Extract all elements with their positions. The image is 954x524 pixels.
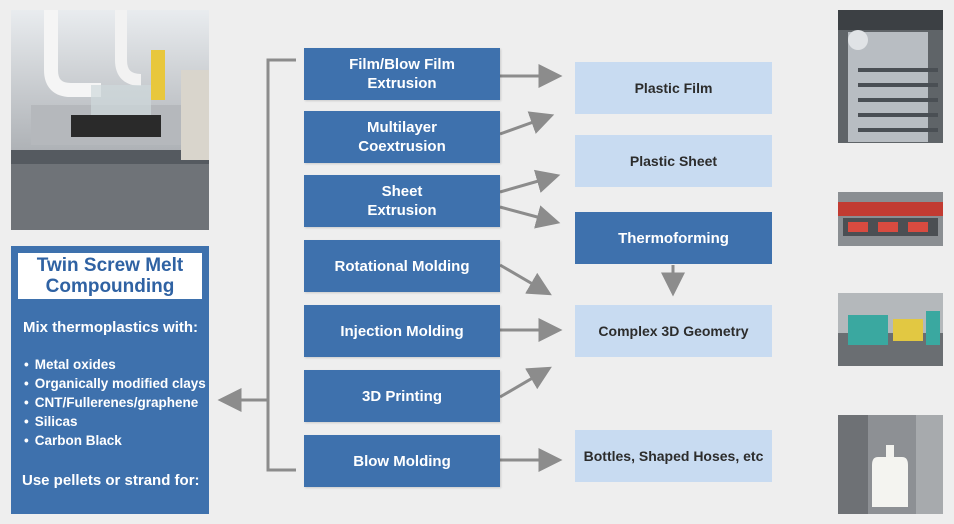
additive-item: CNT/Fullerenes/graphene — [24, 393, 206, 412]
additive-item: Metal oxides — [24, 355, 206, 374]
extruder-machine-photo — [11, 10, 209, 230]
arrow-sheet-to-thermoforming — [499, 205, 561, 229]
product-bottles-shaped-hoses: Bottles, Shaped Hoses, etc — [575, 430, 772, 482]
process-sheet-extrusion: Sheet Extrusion — [304, 175, 500, 227]
product-complex-3d-geometry: Complex 3D Geometry — [575, 305, 772, 357]
product-plastic-film: Plastic Film — [575, 62, 772, 114]
compounding-title: Twin Screw Melt Compounding — [18, 253, 202, 299]
injection-molding-machine-photo — [838, 293, 943, 366]
process-film-blow-film-extrusion: Film/Blow Film Extrusion — [304, 48, 500, 100]
arrow-sheet-to-plastic-sheet — [499, 169, 561, 194]
arrow-printing-to-3d — [499, 366, 552, 399]
additive-item: Carbon Black — [24, 431, 206, 450]
product-plastic-sheet: Plastic Sheet — [575, 135, 772, 187]
additive-item: Organically modified clays — [24, 374, 206, 393]
product-thermoforming: Thermoforming — [575, 212, 772, 264]
process-blow-molding: Blow Molding — [304, 435, 500, 487]
arrow-rotational-to-3d — [499, 263, 552, 296]
process-3d-printing: 3D Printing — [304, 370, 500, 422]
bracket-line — [266, 58, 296, 472]
additive-list: Metal oxides Organically modified clays … — [24, 355, 206, 450]
process-multilayer-coextrusion: Multilayer Coextrusion — [304, 111, 500, 163]
blow-molded-bottle-photo — [838, 415, 943, 514]
thermoforming-photo — [838, 192, 943, 246]
plastic-film-photo — [838, 10, 943, 143]
additive-item: Silicas — [24, 412, 206, 431]
use-pellets-label: Use pellets or strand for: — [22, 472, 200, 489]
process-injection-molding: Injection Molding — [304, 305, 500, 357]
process-rotational-molding: Rotational Molding — [304, 240, 500, 292]
mix-label: Mix thermoplastics with: — [23, 319, 199, 336]
arrow-coex-to-plastic-film — [499, 111, 555, 136]
compounding-panel: Twin Screw Melt Compounding Mix thermopl… — [11, 246, 209, 514]
